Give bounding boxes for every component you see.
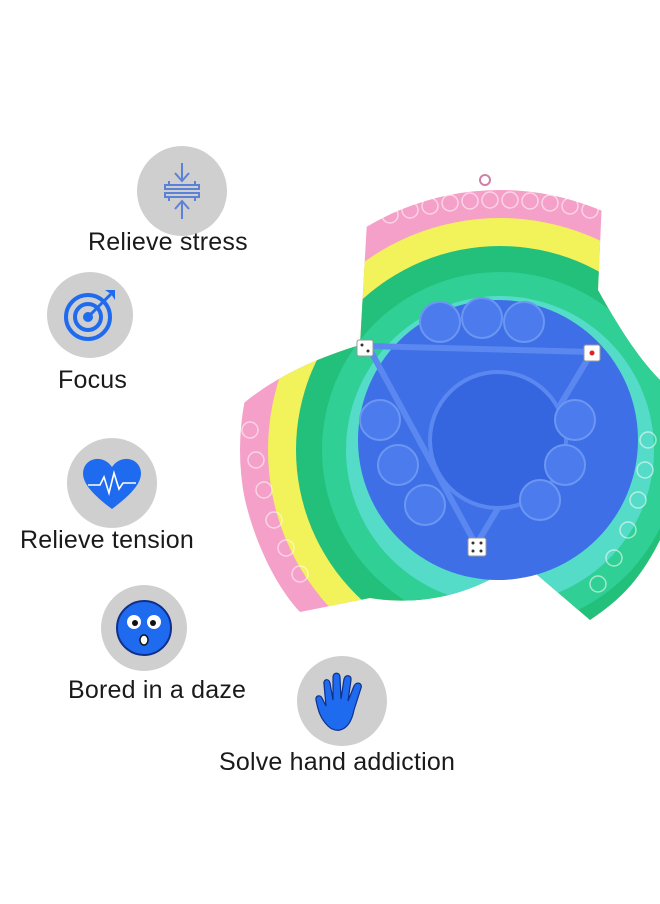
feature-label: Relieve tension [20,526,194,554]
feature-label: Bored in a daze [68,676,247,704]
feature-label: Solve hand addiction [219,748,456,776]
target-icon [64,290,115,341]
feature-icon-circle [297,656,387,746]
dazed-face-icon [116,600,172,656]
feature-icon-circle [67,438,157,528]
feature-label: Relieve stress [88,228,248,256]
feature-icon-circle [137,146,227,236]
heartbeat-icon [83,458,141,509]
feature-label: Focus [58,366,128,394]
pop-it-spinner-image [240,174,660,620]
hand-icon [315,672,362,731]
feature-icon-circle [101,585,187,671]
feature-icon-circle [47,272,133,358]
dice-top-left [356,339,374,357]
compress-arrows-icon [164,163,200,219]
